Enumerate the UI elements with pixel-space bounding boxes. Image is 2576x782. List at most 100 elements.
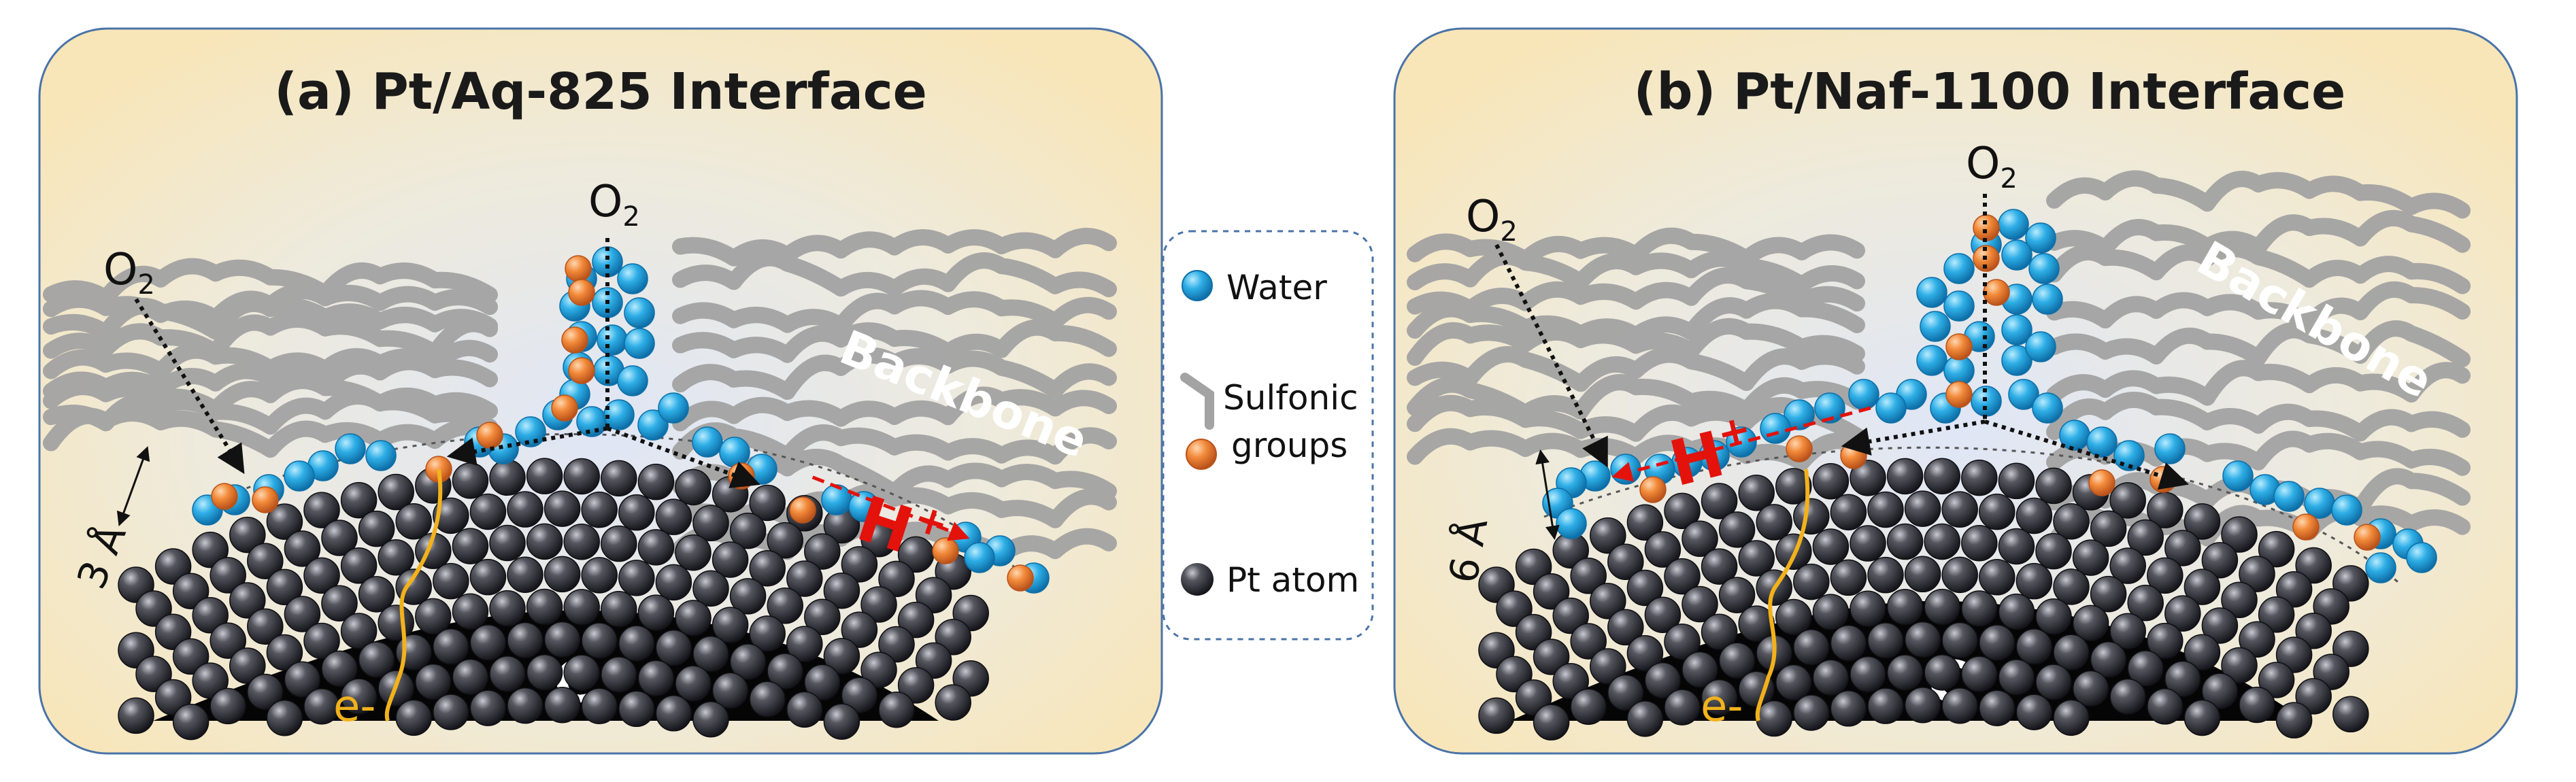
pt-atom bbox=[767, 653, 803, 690]
pt-atom bbox=[675, 665, 712, 702]
pt-atom bbox=[229, 516, 266, 554]
pt-atom bbox=[563, 654, 600, 691]
pt-atom bbox=[1961, 459, 1998, 496]
water-molecule bbox=[576, 406, 607, 437]
pt-atom bbox=[303, 492, 340, 528]
legend-sulfonic-swatch bbox=[1186, 439, 1217, 470]
pt-atom bbox=[2053, 699, 2090, 736]
pt-atom bbox=[1756, 504, 1792, 541]
pt-atom bbox=[1552, 662, 1589, 700]
pt-atom bbox=[878, 560, 915, 598]
pt-atom bbox=[526, 458, 563, 494]
sulfonic-group bbox=[789, 496, 816, 524]
sulfonic-group bbox=[476, 422, 503, 449]
water-molecule bbox=[2222, 460, 2254, 492]
pt-atom bbox=[2053, 568, 2090, 605]
backbone-strand bbox=[43, 373, 498, 420]
water-molecule bbox=[2001, 239, 2033, 271]
pt-atom bbox=[1738, 605, 1775, 642]
water-molecule bbox=[2032, 392, 2063, 424]
pt-atom bbox=[601, 591, 637, 628]
pt-atom bbox=[1718, 642, 1756, 679]
legend-water-swatch bbox=[1182, 270, 1213, 301]
pt-atom bbox=[2164, 530, 2201, 566]
pt-atom bbox=[786, 626, 823, 662]
pt-atom bbox=[2090, 641, 2127, 678]
pt-atom bbox=[543, 556, 581, 593]
sulfonic-group bbox=[561, 326, 588, 354]
pt-atom bbox=[2184, 634, 2221, 671]
pt-atom bbox=[266, 503, 303, 540]
pt-atom bbox=[1626, 504, 1664, 541]
pt-atom bbox=[489, 590, 526, 627]
pt-atom bbox=[489, 524, 526, 562]
water-molecule bbox=[365, 440, 397, 471]
pt-atom bbox=[2109, 547, 2146, 584]
sulfonic-group bbox=[932, 537, 959, 564]
pt-atom bbox=[303, 687, 340, 725]
pt-atom bbox=[563, 523, 600, 560]
pt-atom bbox=[1961, 656, 1998, 692]
electron-path-a bbox=[384, 469, 443, 721]
pt-atom bbox=[358, 510, 395, 547]
pt-atom bbox=[692, 570, 729, 607]
pt-atom bbox=[712, 607, 749, 643]
pt-atom bbox=[618, 625, 655, 662]
water-molecule bbox=[1875, 392, 1907, 424]
pt-atom bbox=[507, 491, 543, 528]
pt-atom bbox=[526, 523, 563, 560]
pt-atom bbox=[841, 546, 878, 583]
pt-atom bbox=[452, 658, 489, 696]
pt-atom bbox=[581, 687, 618, 725]
legend: Water Sulfonic groups Pt atom bbox=[1162, 230, 1374, 641]
pt-atom bbox=[618, 494, 655, 531]
water-molecule bbox=[2025, 331, 2056, 362]
pt-atom bbox=[823, 703, 860, 740]
pt-atom bbox=[2295, 547, 2332, 584]
sulfonic-group bbox=[565, 255, 592, 282]
pt-atom bbox=[618, 690, 655, 728]
pt-atom bbox=[841, 611, 878, 648]
backbone-strand bbox=[672, 250, 1117, 298]
thickness-arrow-b bbox=[1535, 449, 1560, 541]
pt-atom bbox=[712, 541, 749, 578]
pt-atom bbox=[1644, 662, 1682, 699]
pt-atom bbox=[1793, 629, 1830, 666]
water-molecule bbox=[1920, 311, 1951, 342]
pt-atom bbox=[2239, 621, 2275, 658]
pt-atom bbox=[1961, 590, 1998, 627]
sulfonic-group bbox=[1983, 279, 2010, 306]
pt-atom bbox=[543, 621, 581, 658]
pt-atom bbox=[655, 498, 692, 535]
pt-atom bbox=[469, 690, 507, 726]
water-molecule bbox=[1814, 392, 1845, 424]
pt-atom bbox=[2015, 628, 2053, 665]
water-molecule bbox=[1916, 345, 1947, 376]
pt-atom bbox=[469, 624, 507, 661]
backbone-strand bbox=[43, 295, 498, 341]
water-molecule bbox=[2365, 552, 2396, 583]
water-molecule bbox=[2032, 284, 2063, 315]
pt-atom bbox=[340, 678, 378, 715]
water-molecule bbox=[2273, 481, 2305, 512]
backbone-strand bbox=[2046, 320, 2471, 368]
proton-arrow-a bbox=[809, 474, 970, 541]
pt-atom bbox=[581, 622, 618, 659]
pt-atom bbox=[321, 650, 358, 687]
pt-atom bbox=[415, 598, 452, 635]
pt-atom bbox=[675, 600, 712, 636]
pt-atom bbox=[433, 497, 469, 534]
pt-atom bbox=[729, 643, 767, 680]
backbone-strand bbox=[1407, 227, 1865, 268]
electron-label-a: e- bbox=[333, 681, 375, 732]
pt-atom bbox=[1570, 623, 1607, 660]
pt-atom bbox=[469, 493, 507, 530]
pt-atom bbox=[1793, 694, 1830, 731]
pt-atom bbox=[1570, 688, 1607, 725]
pt-atom bbox=[2295, 612, 2332, 649]
pt-atom bbox=[2072, 539, 2109, 576]
pt-atom bbox=[2090, 510, 2127, 547]
water-molecule bbox=[2028, 253, 2060, 284]
pt-atom bbox=[340, 613, 378, 649]
pt-atom bbox=[2258, 596, 2295, 633]
